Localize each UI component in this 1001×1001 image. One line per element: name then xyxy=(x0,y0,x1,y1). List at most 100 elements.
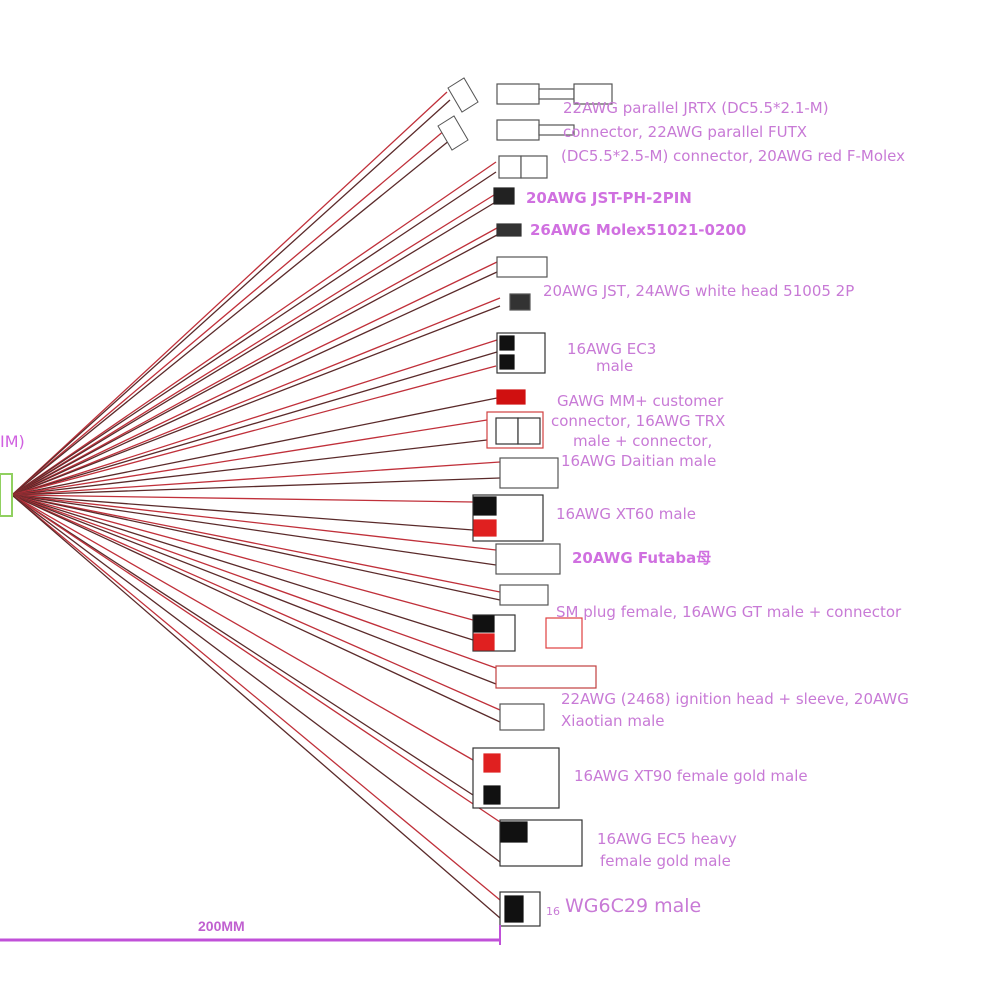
label-molex51021: 26AWG Molex51021-0200 xyxy=(530,221,747,239)
label-6c29: WG6C29 male xyxy=(565,895,702,917)
dc-jack-jrtx xyxy=(496,83,540,105)
wire xyxy=(11,494,497,566)
wire xyxy=(11,91,448,496)
wire xyxy=(11,494,497,685)
wire xyxy=(11,494,501,901)
wire xyxy=(11,234,498,496)
label-ec5: 16AWG EC5 heavy xyxy=(597,830,737,848)
left-label: IM) xyxy=(0,432,25,451)
wire xyxy=(11,494,497,551)
wire xyxy=(11,305,501,496)
ignition-body xyxy=(495,665,597,689)
gt-red xyxy=(473,633,495,651)
wire xyxy=(11,365,497,496)
cable-tag xyxy=(437,115,469,151)
wire xyxy=(11,397,498,496)
label-ec3-male: male xyxy=(596,357,634,375)
xt90-red xyxy=(483,753,501,773)
wire xyxy=(11,494,474,641)
dc-jack-futx xyxy=(496,119,540,141)
wire xyxy=(11,494,501,863)
label-ec5-gold: female gold male xyxy=(600,852,731,870)
mm-red xyxy=(496,389,526,405)
xiaotian-body xyxy=(499,703,545,731)
gt-connector xyxy=(545,617,583,649)
6c29-black xyxy=(504,895,524,923)
wire xyxy=(11,494,501,919)
xt90-black xyxy=(483,785,501,805)
wire xyxy=(11,139,451,496)
jst-white xyxy=(496,256,548,278)
label-futaba: 20AWG Futaba母 xyxy=(572,549,712,567)
trx-body2 xyxy=(517,417,541,445)
wire xyxy=(11,494,501,593)
dc-jack-jrtx-end xyxy=(573,83,613,105)
jst-51005 xyxy=(509,293,531,311)
label-xt60: 16AWG XT60 male xyxy=(556,505,696,523)
label-xiaotian: Xiaotian male xyxy=(561,712,665,730)
trx-body xyxy=(495,417,519,445)
xt60-red xyxy=(473,519,497,537)
label-futx: connector, 22AWG parallel FUTX xyxy=(563,123,808,141)
molex-f-body xyxy=(520,155,548,179)
gt-black xyxy=(473,615,495,633)
wire xyxy=(11,494,474,621)
wire xyxy=(11,99,451,496)
ec3-pin-black xyxy=(499,335,515,351)
connector-drawings xyxy=(437,77,613,927)
wire xyxy=(11,494,474,531)
jst-ph xyxy=(493,187,515,205)
wire-fan xyxy=(11,91,501,919)
wire xyxy=(11,339,498,496)
label-jst-51005: 20AWG JST, 24AWG white head 51005 2P xyxy=(543,282,855,300)
wire xyxy=(11,494,501,711)
ec3-pin-black2 xyxy=(499,354,515,370)
wire xyxy=(11,297,501,496)
sm-plug xyxy=(499,584,549,606)
wire xyxy=(11,351,498,496)
wire xyxy=(11,227,498,496)
xt60-black xyxy=(473,496,497,516)
wire xyxy=(11,194,495,496)
wire xyxy=(11,494,501,823)
wire xyxy=(11,494,474,796)
wire xyxy=(11,439,488,496)
hub-connector xyxy=(0,473,13,517)
wire xyxy=(11,171,497,496)
wire xyxy=(11,261,498,496)
daitian-body xyxy=(499,457,559,489)
label-6c29-prefix: 16 xyxy=(546,905,560,918)
dc-jack-futx-pin xyxy=(538,124,575,136)
label-sm-gt: SM plug female, 16AWG GT male + connecto… xyxy=(556,603,902,621)
label-jst-ph: 20AWG JST-PH-2PIN xyxy=(526,189,692,207)
label-trx: connector, 16AWG TRX xyxy=(551,412,726,430)
wire xyxy=(11,494,474,761)
wire xyxy=(11,129,446,496)
label-daitian: 16AWG Daitian male xyxy=(561,452,717,470)
wire xyxy=(11,419,488,496)
wire xyxy=(11,461,501,496)
wire xyxy=(11,494,501,723)
wire xyxy=(11,494,474,503)
wire xyxy=(11,494,497,669)
wire xyxy=(11,477,501,496)
label-ec3: 16AWG EC3 xyxy=(567,340,657,358)
futaba-body xyxy=(495,543,561,575)
ec5-black xyxy=(500,821,528,843)
wire xyxy=(11,494,501,601)
molex-f xyxy=(498,155,522,179)
trx-outline xyxy=(486,411,544,449)
label-xt90: 16AWG XT90 female gold male xyxy=(574,767,808,785)
label-trx-connector: male + connector, xyxy=(573,432,713,450)
wire xyxy=(11,271,498,496)
dc-jack-jrtx-pin xyxy=(538,88,575,100)
label-ignition: 22AWG (2468) ignition head + sleeve, 20A… xyxy=(561,690,909,708)
wire xyxy=(11,202,495,496)
cable-tag xyxy=(447,77,479,113)
molex51021 xyxy=(496,223,522,237)
label-molex-red: (DC5.5*2.5-M) connector, 20AWG red F-Mol… xyxy=(561,147,906,165)
label-jrtx: 22AWG parallel JRTX (DC5.5*2.1-M) xyxy=(563,99,829,117)
dimension-label: 200MM xyxy=(198,918,245,934)
label-mm: GAWG MM+ customer xyxy=(557,392,724,410)
